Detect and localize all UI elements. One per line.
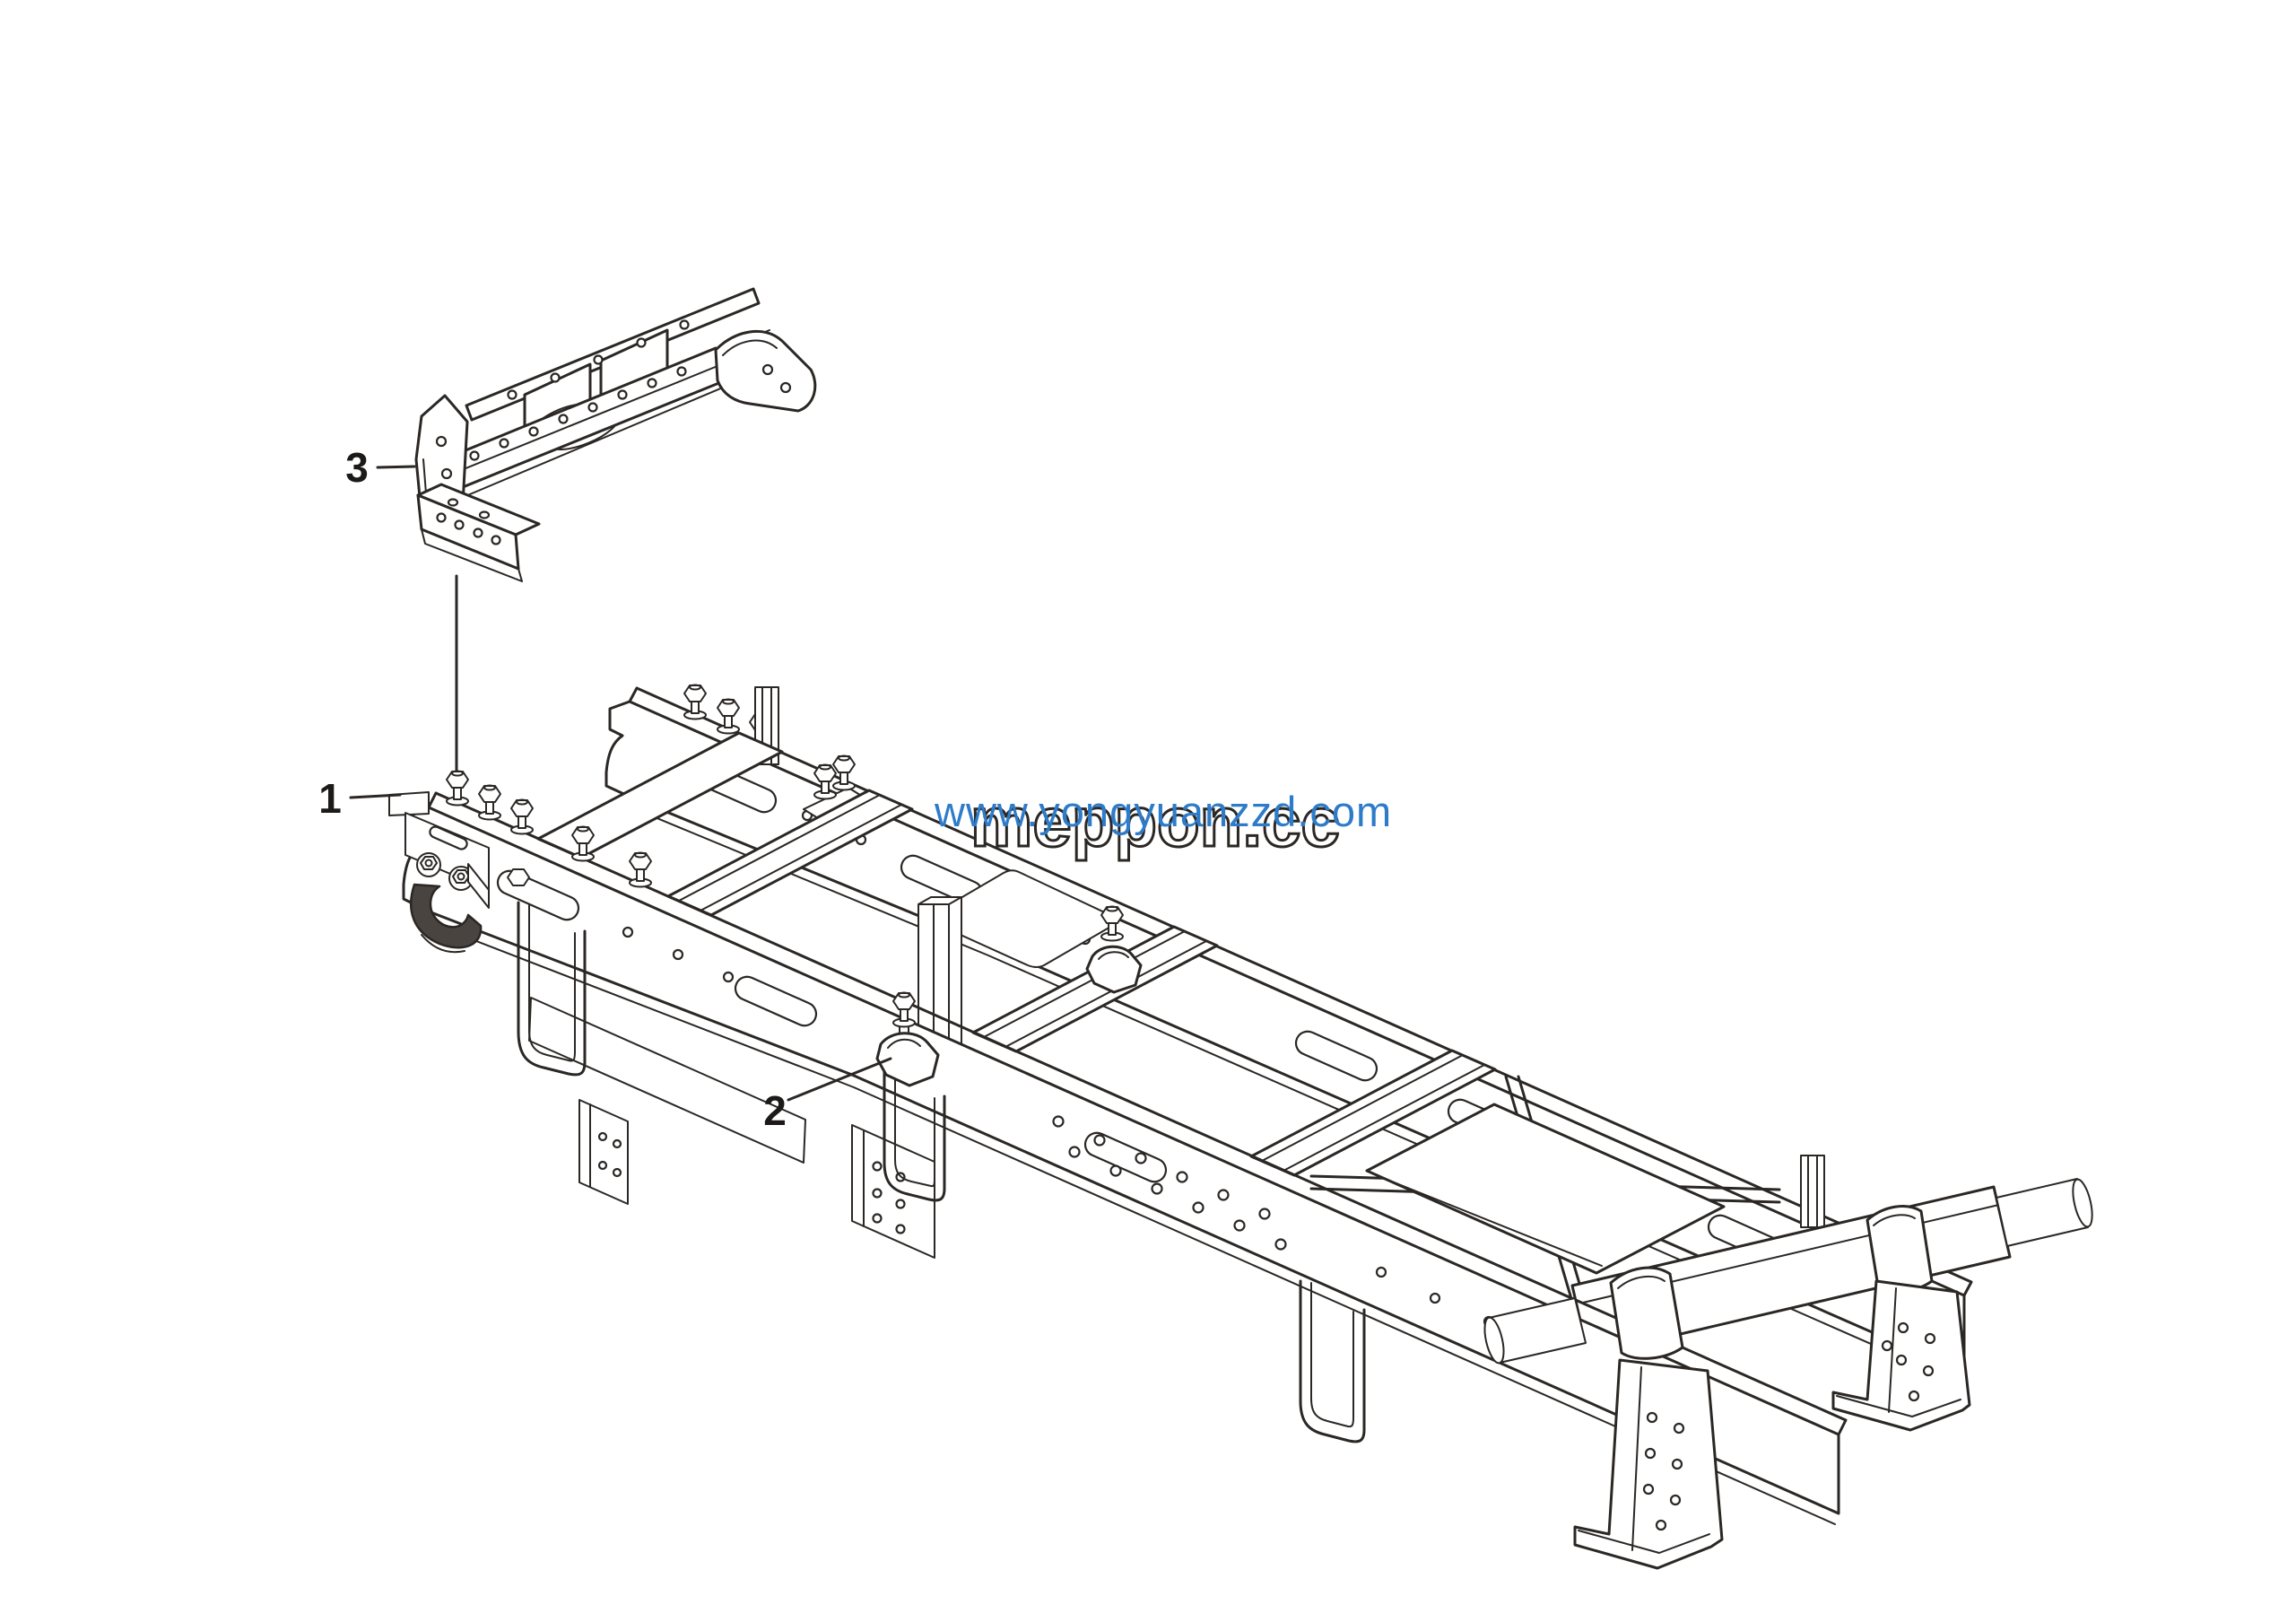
- hanger-bracket-1: [578, 1099, 629, 1205]
- mount-clamp-near: [875, 991, 940, 1087]
- support-bracket-assembly: [414, 287, 817, 582]
- u-strap-rear: [1299, 1279, 1366, 1443]
- axle-clamp-near: [1609, 1266, 1684, 1360]
- u-strap-mid: [883, 1066, 946, 1202]
- watermarks: meppon.cc www.yongyuanzzd.com: [934, 781, 1392, 863]
- callout-label-3: 3: [345, 444, 369, 491]
- leader-line-2: [787, 1057, 892, 1102]
- callout-label-2: 2: [763, 1087, 787, 1134]
- rear-support-leg-near: [1573, 1358, 1724, 1570]
- rivet-row: [1052, 1115, 1287, 1251]
- front-shackle-bracket: [404, 812, 490, 954]
- axle-clamp-far: [1866, 1205, 1934, 1293]
- u-strap-front: [507, 868, 587, 1077]
- watermark-blue-text: www.yongyuanzzd.com: [934, 788, 1392, 835]
- rear-axle-near-boss: [1483, 1297, 1587, 1365]
- rear-axle-far-boss: [1996, 1178, 2093, 1247]
- leader-line-1: [349, 793, 402, 799]
- chassis-frame-assembly: [388, 684, 2093, 1570]
- mount-clamp-far: [1085, 905, 1143, 994]
- x-brace: [1309, 1075, 1781, 1304]
- rear-support-leg-far: [1831, 1279, 1971, 1432]
- watermark-outline-text: meppon.cc: [970, 782, 1340, 861]
- bracket-holes: [469, 319, 690, 461]
- callout-label-1: 1: [318, 775, 342, 822]
- hanger-bracket-2: [851, 1124, 935, 1259]
- callouts: 3 1 2: [318, 444, 892, 1134]
